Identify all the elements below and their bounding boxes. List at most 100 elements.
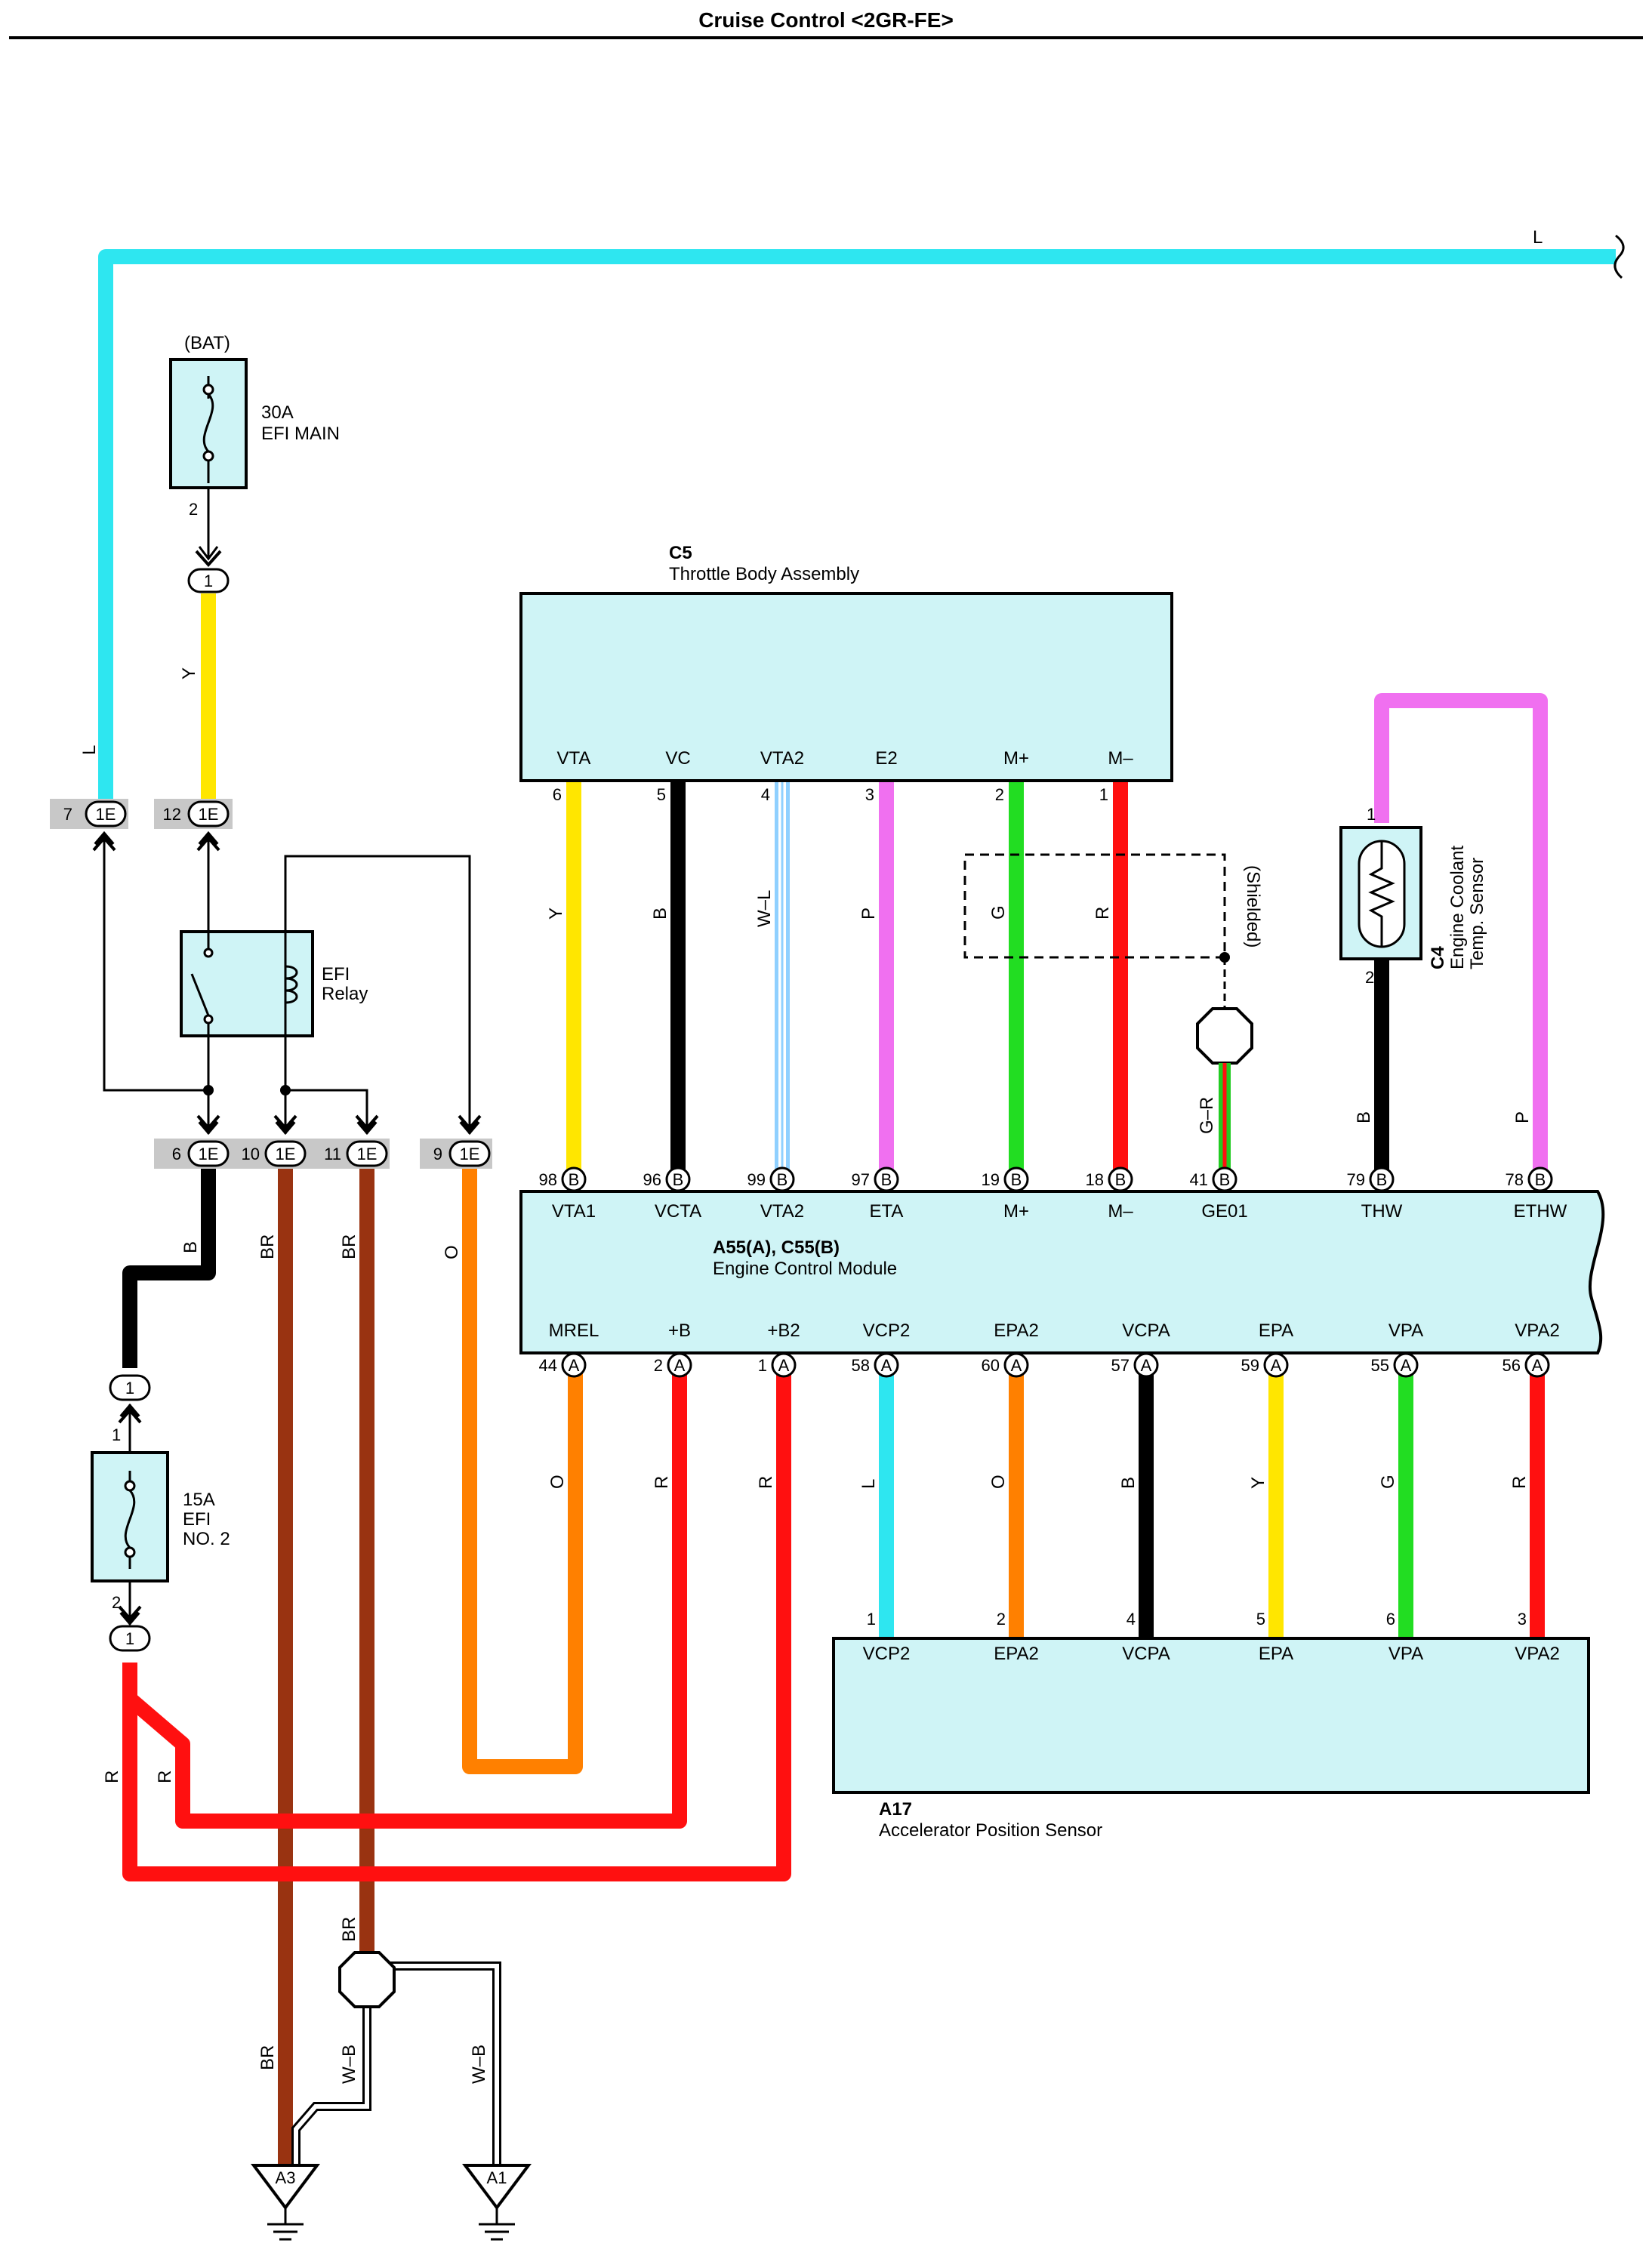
- wire-label-y-efi: Y: [179, 667, 199, 680]
- ecm-box: [519, 1190, 1605, 1354]
- throttle-body-code: C5: [669, 543, 692, 563]
- accel-terminal-pin: 1: [867, 1610, 876, 1629]
- ecm-terminal-conn: A: [1141, 1356, 1152, 1375]
- ecm-terminal-pin: 1: [758, 1356, 767, 1375]
- ground-a1: [462, 2164, 532, 2241]
- wire-label-br-2: BR: [339, 1234, 359, 1259]
- ground-splice: [338, 1951, 396, 2008]
- ecm-code: A55(A), C55(B): [713, 1237, 840, 1258]
- accel-terminal-name: EPA: [1259, 1644, 1293, 1664]
- accel-terminal-pin: 2: [997, 1610, 1006, 1629]
- wire-break-symbol: [1613, 234, 1625, 279]
- ecm-terminal-conn: B: [1011, 1170, 1022, 1189]
- junction-code: 1E: [460, 1145, 480, 1163]
- accel-terminal-name: VPA: [1388, 1644, 1423, 1664]
- relay-name-line2: Relay: [322, 984, 368, 1004]
- ecm-name: Engine Control Module: [713, 1259, 897, 1279]
- ecm-terminal-pin: 79: [1347, 1170, 1365, 1189]
- ecm-terminal-name: +B2: [767, 1320, 800, 1341]
- ecm-terminal-pin: 2: [654, 1356, 663, 1375]
- ecm-terminal-circle: [1212, 1166, 1237, 1192]
- wire-w-b-2-inner: [385, 1964, 499, 2165]
- wire-label-vc: B: [650, 908, 670, 920]
- junction-pin: 10: [242, 1145, 260, 1163]
- ecm-terminal-name: VTA1: [552, 1201, 596, 1222]
- wire-label-vcpa: B: [1118, 1477, 1139, 1489]
- ecm-terminal-name: VCTA: [655, 1201, 701, 1222]
- accel-terminal-name: VCP2: [863, 1644, 911, 1664]
- connector-arrow: [92, 830, 116, 852]
- svg-text:M–: M–: [1108, 748, 1133, 769]
- accel-terminal-name: VPA2: [1515, 1644, 1560, 1664]
- pin-label: 1: [112, 1425, 121, 1444]
- wire-r-plus-b: [122, 1365, 687, 1829]
- svg-text:2: 2: [995, 785, 1004, 804]
- ecm-terminal-pin: 19: [982, 1170, 1000, 1189]
- inline-connector: [109, 1374, 151, 1424]
- ecm-terminal-conn: B: [1376, 1170, 1388, 1189]
- accel-terminal-pin: 6: [1386, 1610, 1395, 1629]
- ecm-terminal-name: VTA2: [760, 1201, 804, 1222]
- ecm-terminal-pin: 98: [539, 1170, 557, 1189]
- efi-relay: [180, 930, 314, 1037]
- ecm-terminal-pin: 55: [1371, 1356, 1389, 1375]
- ecm-terminal-circle: [1003, 1166, 1029, 1192]
- wire-b-efi-no2: [122, 1163, 216, 1368]
- ecm-terminal-pin: 57: [1111, 1356, 1130, 1375]
- fuse-efi-main: [169, 358, 248, 489]
- wire-label-ethw: P: [1512, 1111, 1533, 1123]
- ground-label-a3: A3: [276, 2168, 296, 2187]
- accel-terminal-pin: 5: [1256, 1610, 1265, 1629]
- wire-label-epa: Y: [1248, 1477, 1268, 1489]
- ecm-terminal-circle: [561, 1166, 587, 1192]
- svg-text:M+: M+: [1003, 748, 1029, 769]
- coolant-sensor-line1: Engine Coolant: [1447, 846, 1468, 969]
- accel-terminal-pin: 3: [1518, 1610, 1527, 1629]
- ecm-terminal-name: EPA2: [994, 1320, 1039, 1341]
- wire-label-m-minus: R: [1093, 907, 1113, 920]
- fuse-source-label: (BAT): [184, 333, 230, 353]
- ground-label-a1: A1: [487, 2168, 507, 2187]
- ecm-terminal-conn: A: [674, 1356, 686, 1375]
- ecm-bottom-terminals: MRELA44+BA2+B2A1VCP2A58EPA2A60VCPAA57EPA…: [539, 1320, 1560, 1378]
- ecm-terminal-conn: A: [1271, 1356, 1282, 1375]
- junction-9-1e: [448, 1140, 491, 1167]
- ground-a3: [251, 2164, 320, 2241]
- ecm-terminal-pin: 78: [1506, 1170, 1524, 1189]
- accel-sensor-name: Accelerator Position Sensor: [879, 1820, 1102, 1841]
- ecm-terminal-name: VPA: [1388, 1320, 1423, 1341]
- fuse-efi-no2-line2: NO. 2: [183, 1529, 230, 1549]
- junction-bottom-arrows: [196, 1114, 482, 1136]
- inline-connector: [109, 1605, 151, 1652]
- ecm-terminal-pin: 56: [1503, 1356, 1521, 1375]
- wire-label-br-3: BR: [339, 1917, 359, 1942]
- ecm-terminal-circle: [874, 1352, 899, 1378]
- ecm-terminal-circle: [769, 1166, 795, 1192]
- ecm-terminal-name: EPA: [1259, 1320, 1293, 1341]
- ecm-terminal-conn: B: [1115, 1170, 1127, 1189]
- wire-o-mrel: [462, 1163, 583, 1774]
- ecm-terminal-conn: B: [569, 1170, 580, 1189]
- junction-pin: 6: [172, 1145, 181, 1163]
- ecm-terminal-name: MREL: [549, 1320, 599, 1341]
- junction-code: 1E: [276, 1145, 296, 1163]
- ecm-terminal-name: VPA2: [1515, 1320, 1560, 1341]
- ecm-terminal-name: VCP2: [863, 1320, 911, 1341]
- ecm-terminal-conn: B: [1219, 1170, 1231, 1189]
- splice-dot: [1219, 952, 1230, 963]
- wire-w-b-1-inner: [294, 1990, 369, 2165]
- ecm-terminal-circle: [561, 1352, 587, 1378]
- throttle-body-box: [519, 592, 1173, 782]
- wire-label-vpa: G: [1378, 1475, 1398, 1489]
- inline-connector-label: 1: [204, 572, 213, 590]
- throttle-body-name: Throttle Body Assembly: [669, 564, 859, 584]
- ecm-terminal-pin: 60: [982, 1356, 1000, 1375]
- splice-dot: [203, 1085, 214, 1096]
- wire-label-epa2: O: [988, 1475, 1009, 1489]
- pin-label: 2: [1365, 968, 1374, 987]
- accel-terminal-name: VCPA: [1122, 1644, 1170, 1664]
- wire-label-br-1: BR: [257, 1234, 278, 1259]
- wire-label-w-b-2: W–B: [469, 2045, 489, 2084]
- wire-label-br-4: BR: [257, 2045, 278, 2070]
